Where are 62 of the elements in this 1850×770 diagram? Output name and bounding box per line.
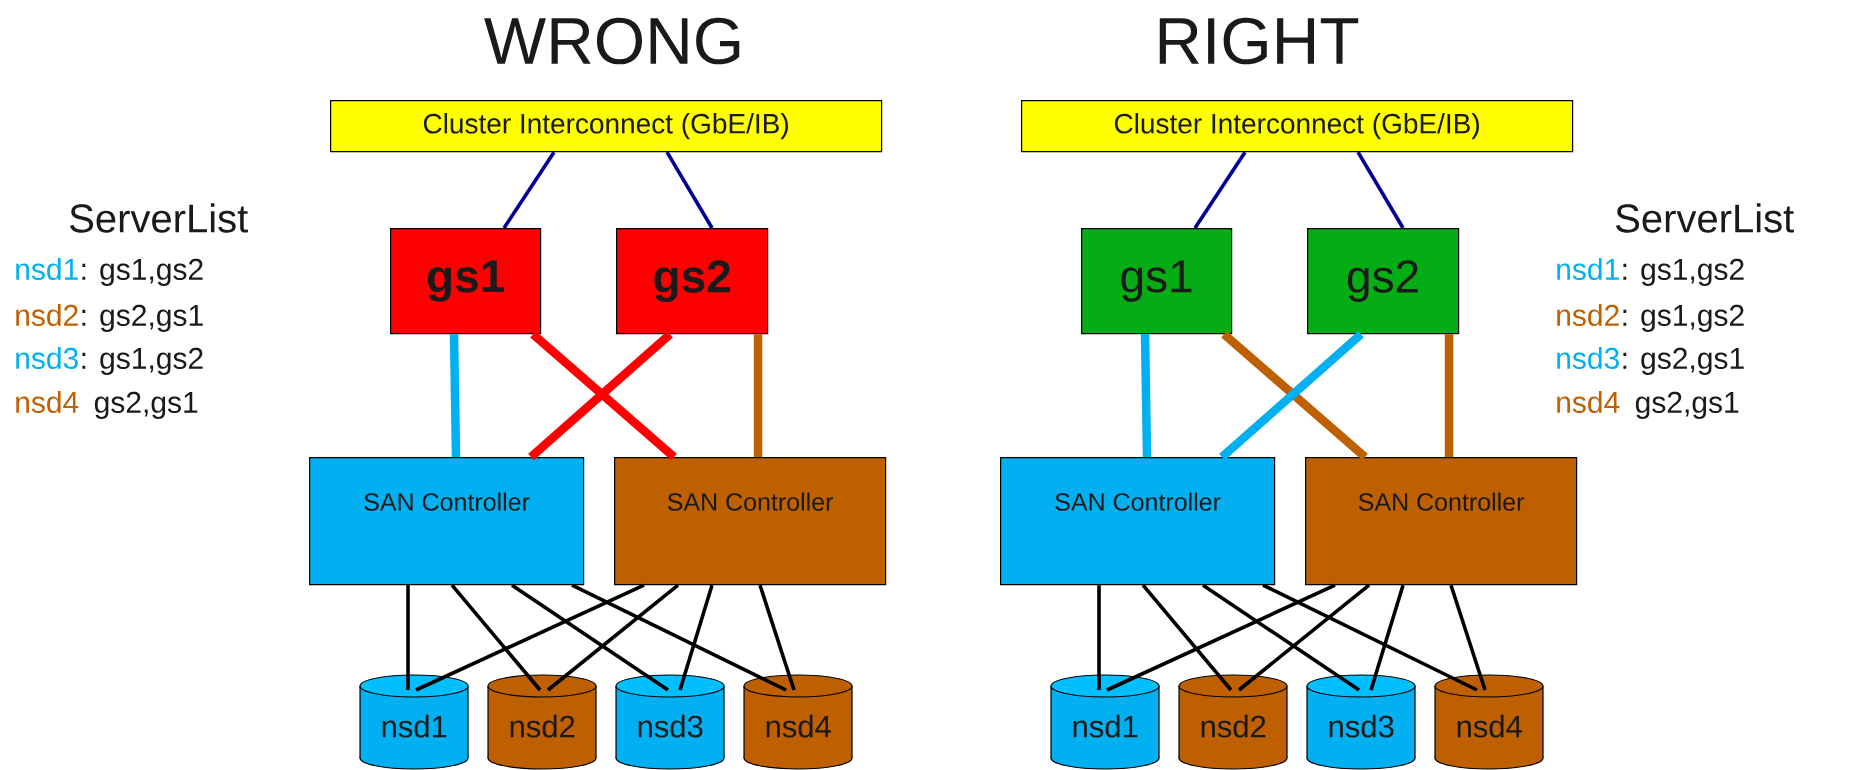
connector-line [1193, 151, 1247, 229]
server-order: gs2,gs1 [1635, 391, 1739, 419]
server-order: : gs1,gs2 [82, 347, 203, 375]
connector-line [1369, 584, 1405, 691]
disk-name: nsd3 [16, 347, 78, 369]
disk-name: nsd1 [16, 258, 78, 280]
server-box: gs1 [1081, 228, 1233, 335]
list-heading: ServerList [70, 203, 248, 233]
server-order: : gs2,gs1 [82, 304, 203, 332]
connector-line [678, 584, 714, 691]
connector-line [1140, 334, 1152, 458]
connector-line [1356, 151, 1405, 229]
connector-line [1444, 334, 1454, 457]
server-order: gs2,gs1 [94, 391, 198, 419]
list-heading: ServerList [1616, 203, 1794, 233]
panel-title: WRONG [484, 17, 740, 65]
connector-line [415, 583, 645, 692]
connector-line [1262, 583, 1478, 692]
connector-line [571, 583, 787, 692]
disk-name: nsd2 [16, 304, 78, 326]
connector-line [511, 583, 669, 692]
disk-cylinder: nsd3 [1306, 674, 1416, 770]
disk-cylinder: nsd2 [487, 674, 597, 770]
connector-line [1141, 584, 1233, 692]
connector-line [665, 151, 714, 229]
disk-cylinder: nsd4 [1434, 674, 1544, 770]
connector-line [753, 334, 763, 457]
connector-line [758, 584, 796, 691]
server-order: : gs1,gs2 [1623, 258, 1744, 286]
server-order: : gs1,gs2 [1623, 304, 1744, 332]
disk-name: nsd2 [1557, 304, 1619, 326]
connector-line [406, 585, 410, 690]
connector-line [1237, 583, 1371, 692]
server-box: gs2 [1307, 228, 1460, 335]
interconnect-box: Cluster Interconnect (GbE/IB) [1021, 100, 1574, 153]
connector-line [546, 583, 680, 692]
disk-name: nsd3 [1557, 347, 1619, 369]
panel-title: RIGHT [1159, 17, 1359, 65]
disk-name: nsd1 [1557, 258, 1619, 280]
controller-box: SAN Controller [309, 457, 585, 586]
disk-name: nsd4 [16, 391, 79, 413]
disk-cylinder: nsd4 [743, 674, 853, 770]
disk-name: nsd4 [1557, 391, 1620, 413]
disk-cylinder: nsd3 [615, 674, 725, 770]
connector-line [1106, 583, 1336, 692]
connector-line [1097, 585, 1101, 690]
disk-cylinder: nsd1 [359, 674, 469, 770]
disk-cylinder: nsd1 [1050, 674, 1160, 770]
controller-box: SAN Controller [1000, 457, 1276, 586]
server-order: : gs2,gs1 [1623, 347, 1744, 375]
connector-line [449, 334, 461, 458]
connector-line [502, 151, 556, 229]
server-box: gs2 [616, 228, 769, 335]
connector-line [1202, 583, 1360, 692]
controller-box: SAN Controller [614, 457, 887, 586]
disk-cylinder: nsd2 [1178, 674, 1288, 770]
controller-box: SAN Controller [1305, 457, 1578, 586]
interconnect-box: Cluster Interconnect (GbE/IB) [330, 100, 883, 153]
connector-line [450, 584, 542, 692]
server-order: : gs1,gs2 [82, 258, 203, 286]
server-box: gs1 [390, 228, 542, 335]
connector-line [1449, 584, 1487, 691]
